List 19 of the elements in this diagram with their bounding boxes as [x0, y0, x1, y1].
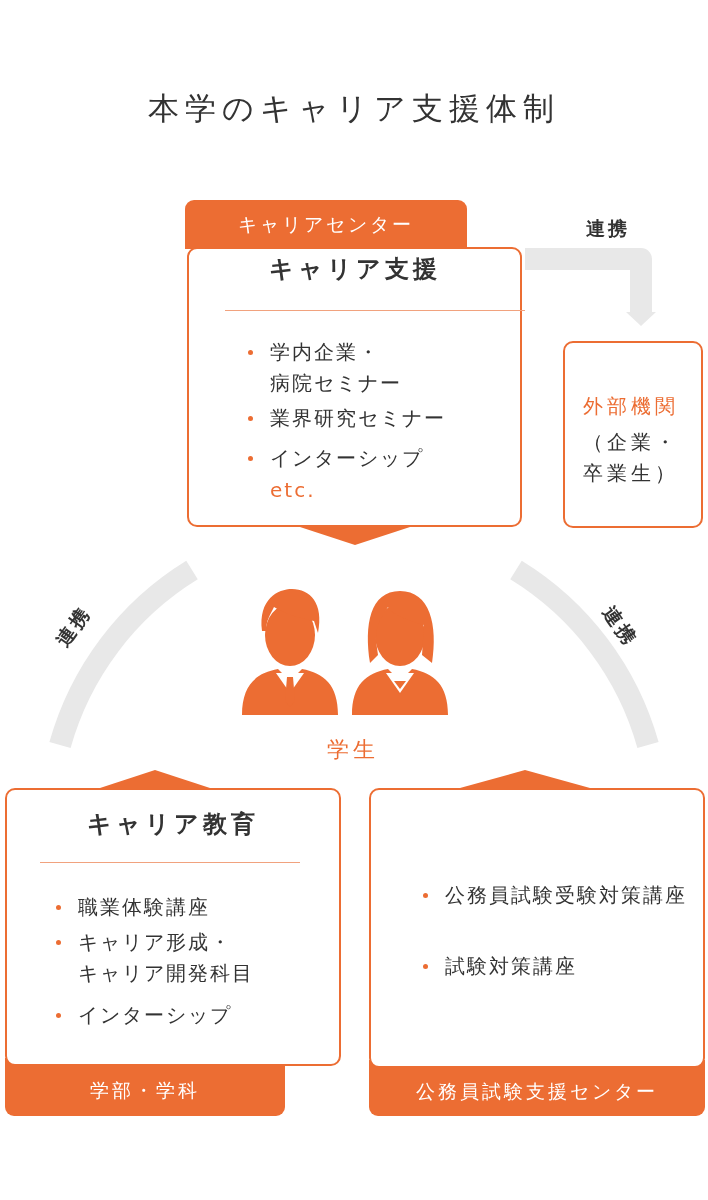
list-note: etc. — [270, 477, 316, 504]
list-item: 試験対策講座 — [445, 953, 578, 980]
list-item: 学内企業・病院セミナー — [270, 339, 403, 397]
box-text: （企業・卒業生） — [582, 429, 680, 487]
list-item: インターシップ — [270, 445, 425, 472]
edge-label: 連携 — [50, 601, 96, 653]
heading-text: キャリア教育 — [86, 809, 260, 840]
edge-label: 連携 — [586, 216, 630, 241]
edge-label: 連携 — [598, 601, 644, 653]
list-item: 業界研究セミナー — [270, 405, 447, 432]
list-item: インターシップ — [78, 1002, 233, 1029]
list-item: 公務員試験受験対策講座 — [445, 882, 688, 909]
list-item: キャリア形成・キャリア開発科目 — [78, 929, 255, 987]
tab-label: キャリアセンター — [185, 200, 467, 249]
list-item: 職業体験講座 — [78, 894, 211, 921]
heading-text: キャリア支援 — [267, 254, 442, 285]
box-text: 外部機関 — [582, 393, 680, 420]
group-label: 学生 — [325, 736, 380, 764]
title-text: 本学のキャリア支援体制 — [147, 89, 561, 128]
